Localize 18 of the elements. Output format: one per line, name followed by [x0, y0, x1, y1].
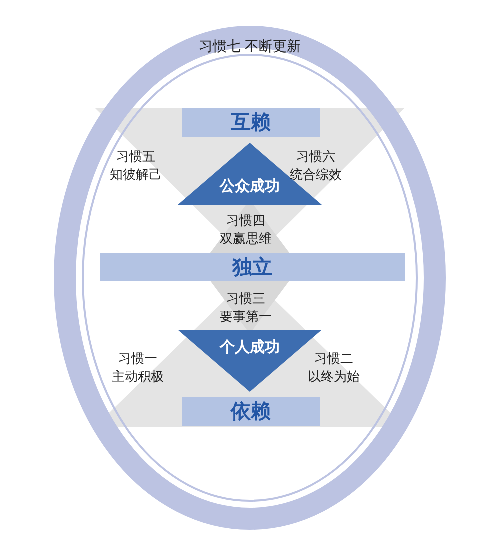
habit-label: 主动积极 — [111, 369, 165, 386]
habit-label: 双赢思维 — [219, 231, 273, 248]
level-band: 依赖 — [182, 397, 320, 426]
habit-label: 知彼解己 — [109, 167, 163, 184]
habit-label: 习惯五 — [116, 149, 156, 166]
habit-label: 习惯二 — [314, 351, 354, 368]
habit-label: 习惯六 — [296, 149, 336, 166]
habit-label: 要事第一 — [219, 309, 273, 326]
level-band: 互赖 — [182, 108, 320, 137]
habit-label: 以终为始 — [307, 369, 361, 386]
habit-label: 习惯一 — [118, 351, 158, 368]
habit-label: 习惯四 — [226, 213, 266, 230]
triangle-label: 个人成功 — [218, 338, 281, 357]
habit-label: 统合综效 — [289, 167, 343, 184]
habit-label: 习惯三 — [226, 291, 266, 308]
triangle-label: 公众成功 — [218, 177, 281, 196]
level-band: 独立 — [100, 253, 405, 281]
ring-label: 习惯七 不断更新 — [198, 38, 302, 56]
